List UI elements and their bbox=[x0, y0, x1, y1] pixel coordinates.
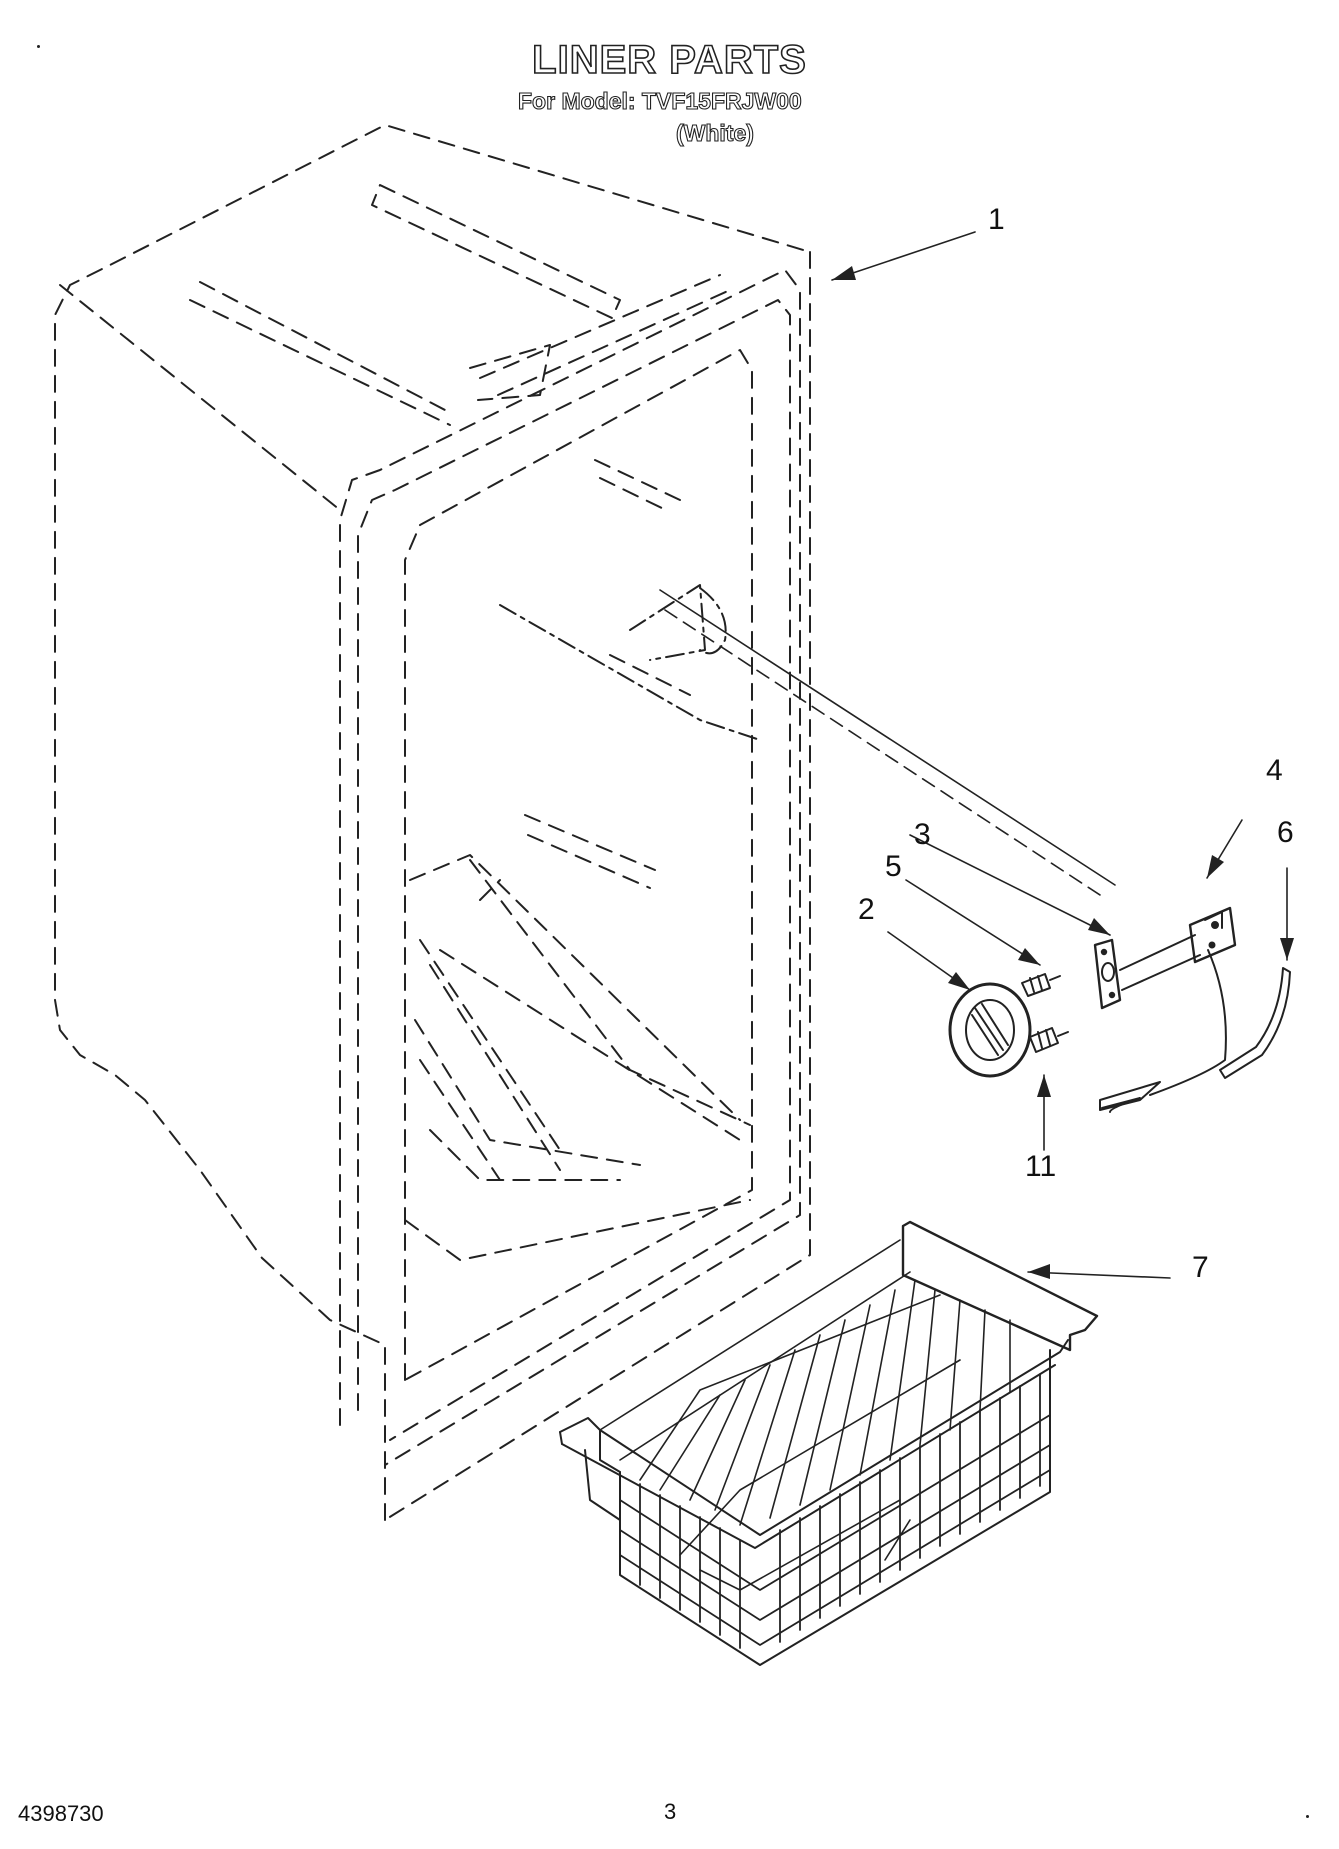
callout-2: 2 bbox=[858, 893, 875, 926]
scan-speck bbox=[1306, 1815, 1309, 1818]
thermostat-housing bbox=[499, 584, 761, 741]
thermostat bbox=[1099, 906, 1237, 1113]
callout-1: 1 bbox=[988, 203, 1005, 236]
callout-6: 6 bbox=[1277, 816, 1294, 849]
capillary-line bbox=[659, 589, 1116, 896]
document-number: 4398730 bbox=[18, 1801, 104, 1826]
tubing bbox=[1219, 967, 1291, 1079]
callout-5: 5 bbox=[885, 850, 902, 883]
callout-7: 7 bbox=[1192, 1251, 1209, 1284]
page-number: 3 bbox=[664, 1799, 677, 1824]
basket bbox=[559, 1220, 1099, 1666]
color-line: (White) bbox=[675, 119, 754, 146]
callout-11: 11 bbox=[1025, 1150, 1057, 1183]
thermostat-knob bbox=[948, 982, 1032, 1078]
scan-speck bbox=[37, 45, 40, 48]
thermostat-bracket bbox=[1093, 934, 1201, 1010]
screw-11 bbox=[1029, 1027, 1069, 1053]
liner bbox=[54, 124, 811, 1521]
screw-5 bbox=[1021, 973, 1061, 997]
callout-4: 4 bbox=[1266, 754, 1283, 787]
leader-lines bbox=[831, 231, 1288, 1279]
leader-arrowheads bbox=[832, 266, 1294, 1279]
model-line: For Model: TVF15FRJW00 bbox=[517, 87, 802, 114]
callout-3: 3 bbox=[914, 818, 931, 851]
page-title: LINER PARTS bbox=[531, 37, 807, 83]
